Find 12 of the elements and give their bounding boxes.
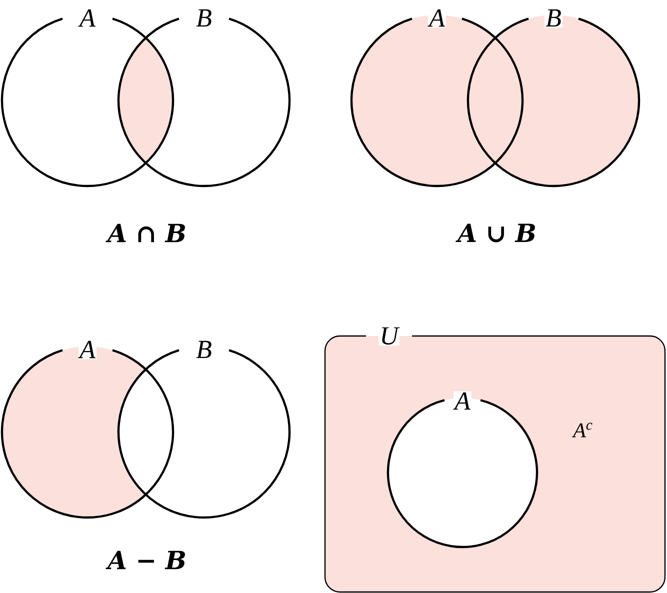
set-label: A bbox=[78, 8, 96, 28]
set-label: U bbox=[378, 326, 400, 346]
set-expression: A ∪ B bbox=[456, 224, 535, 242]
set-expression: A − B bbox=[106, 550, 185, 570]
set-label: A bbox=[428, 8, 446, 28]
set-label: B bbox=[195, 8, 213, 28]
set-label: A bbox=[78, 340, 96, 360]
set-expression: A ∩ B bbox=[106, 224, 185, 242]
complement-label: A$^{c}$ bbox=[572, 422, 592, 438]
set-label: B bbox=[544, 8, 562, 28]
set-label: B bbox=[195, 340, 213, 360]
set-label: A bbox=[453, 391, 472, 411]
